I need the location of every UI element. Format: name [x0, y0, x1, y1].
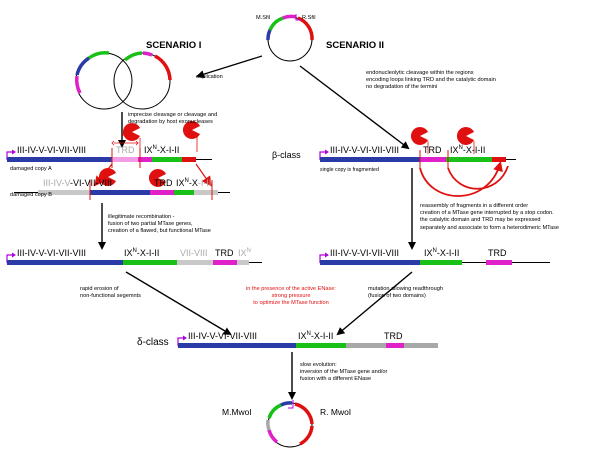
sfi-plasmid [266, 14, 314, 62]
delta-class-bar [177, 335, 438, 348]
delta-gene-label: III-IV-V-VI-VII-VIII [188, 331, 258, 341]
s1-result-ixn-label: IXN [238, 248, 251, 258]
s1-result-vii-label: VII-VIII [180, 248, 208, 258]
mwoi-plasmid [266, 400, 314, 448]
s1-result-gene-label: III-IV-V-VI-VII-VIII [17, 248, 87, 258]
imprecise-text: imprecise cleavage or cleavage and degra… [128, 112, 218, 126]
copy-a-gene-label: III-IV-V-VI-VII-VIII [17, 145, 87, 155]
scenario2-result-bar [319, 252, 550, 265]
damaged-copy-a-label: damaged copy A [10, 166, 52, 172]
copy-a-trd-label: TRD [116, 145, 135, 155]
duplication-label: duplication [196, 74, 223, 80]
msfi-label: M.SfiI [256, 15, 271, 21]
reassembly-text: reassembly of fragments in a different o… [420, 203, 559, 231]
scenario1-result-bar [6, 252, 262, 265]
rsfi-label: R.SfiI [302, 15, 316, 21]
damaged-copy-b-label: damaged copy B [10, 192, 52, 198]
s2-result-gene-label: III-IV-V-VI-VII-VIII [330, 248, 400, 258]
duplicated-plasmids [74, 51, 172, 110]
scenario2-heading: SCENARIO II [326, 40, 385, 51]
delta-symbol: Δ [122, 132, 126, 138]
damaged-copy-a-bar [6, 140, 212, 168]
rmwoi-label: R. MwoI [320, 407, 352, 417]
illegitimate-text: illegitimate recombination - fusion of t… [108, 214, 211, 235]
delta-class-label: δ-class [137, 337, 169, 348]
copy-b-gene-label: III-IV-V-VI-VII-VIII [43, 178, 113, 188]
beta-class-label: β-class [272, 150, 301, 160]
delta-trd-label: TRD [384, 331, 403, 341]
endonucleolytic-text: endonucleolytic cleavage within the regi… [366, 70, 496, 91]
copy-a-ix-label: IXN-X-I-II [144, 145, 180, 155]
pressure-text: in the presence of the active ENase: str… [246, 286, 336, 307]
s1-result-trd-label: TRD [215, 248, 234, 258]
mmwoi-label: M.MwoI [222, 407, 252, 417]
copy-b-trd-label: TRD [154, 178, 173, 188]
scenario2-fragmented-bar [319, 149, 516, 197]
mutation-text: mutation allowing readthrough (fusion of… [368, 286, 443, 300]
single-copy-label: single copy is fragmented [320, 167, 379, 173]
s2-result-trd-label: TRD [488, 248, 507, 258]
s2-result-ix-label: IXN-X-I-II [424, 248, 460, 258]
slow-evolution-text: slow evolution: inversion of the MTase g… [300, 362, 388, 383]
scenario1-heading: SCENARIO I [146, 40, 202, 51]
s2-frag-ix-label: IXN-X-I-II [450, 145, 486, 155]
s1-result-ix-label: IXN-X-I-II [124, 248, 160, 258]
rapid-erosion-text: rapid erosion of non-functional segemnts [80, 286, 141, 300]
damaged-copy-b-bar [14, 180, 230, 200]
copy-b-ix-label: IXN-X-I-II [176, 178, 212, 188]
delta-ix-label: IXN-X-I-II [298, 331, 334, 341]
s2-frag-trd-label: TRD [423, 145, 442, 155]
s2-frag-gene-label: III-IV-V-VI-VII-VIII [330, 145, 400, 155]
